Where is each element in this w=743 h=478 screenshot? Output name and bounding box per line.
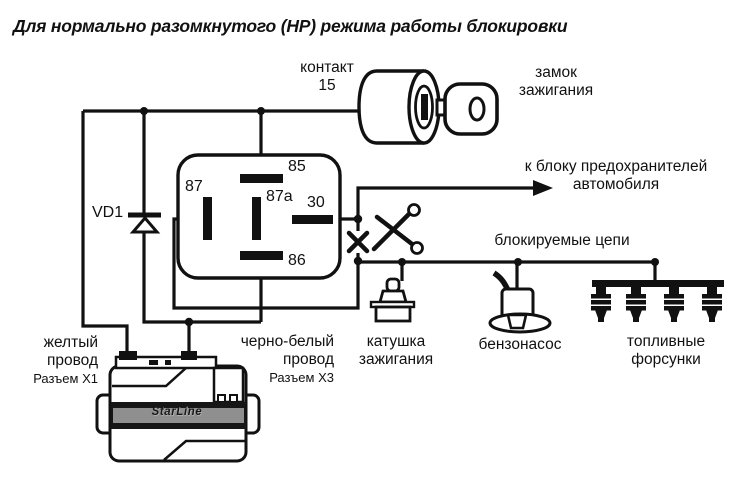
- key-icon: [443, 82, 499, 136]
- starline-brand-label: StarLine: [151, 406, 203, 418]
- injector: [664, 287, 684, 322]
- relay-icon: [176, 153, 342, 280]
- ignition-lock-icon: [357, 69, 499, 145]
- injector: [702, 287, 722, 322]
- diode-icon: [128, 212, 161, 234]
- vd1-label: VD1: [92, 204, 124, 221]
- fuel-pump-icon: [488, 270, 552, 334]
- injector: [591, 287, 611, 322]
- wire-yellow: [81, 111, 129, 358]
- blocked-circuits-label: блокируемые цепи: [494, 232, 630, 249]
- relay-pin-85-label: 85: [288, 158, 306, 175]
- alarm-unit: [95, 351, 261, 463]
- fuel-injectors-icon: [591, 280, 724, 322]
- injector: [626, 287, 646, 322]
- fuel-pump-label: бензонасос: [478, 336, 562, 353]
- fuse-block-arrow-icon: [533, 180, 553, 196]
- connector-x3: [181, 351, 197, 360]
- junction-dots: [140, 107, 659, 327]
- wire-fuse-block: [356, 186, 536, 219]
- relay-pin-87-label: 87: [185, 178, 203, 195]
- wire-blocked-circuits: [358, 260, 657, 289]
- cut-x-icon: [346, 230, 370, 254]
- relay-pins: [203, 174, 333, 260]
- relay-pin-30-label: 30: [307, 194, 325, 211]
- ignition-coil-icon: [369, 277, 416, 323]
- connector-x1: [119, 351, 137, 360]
- relay-pin-87a-label: 87a: [266, 188, 293, 205]
- relay-pin-86-label: 86: [288, 252, 306, 269]
- diagram-title: Для нормально разомкнутого (НР) режима р…: [13, 16, 568, 36]
- scissors-icon: [371, 203, 424, 255]
